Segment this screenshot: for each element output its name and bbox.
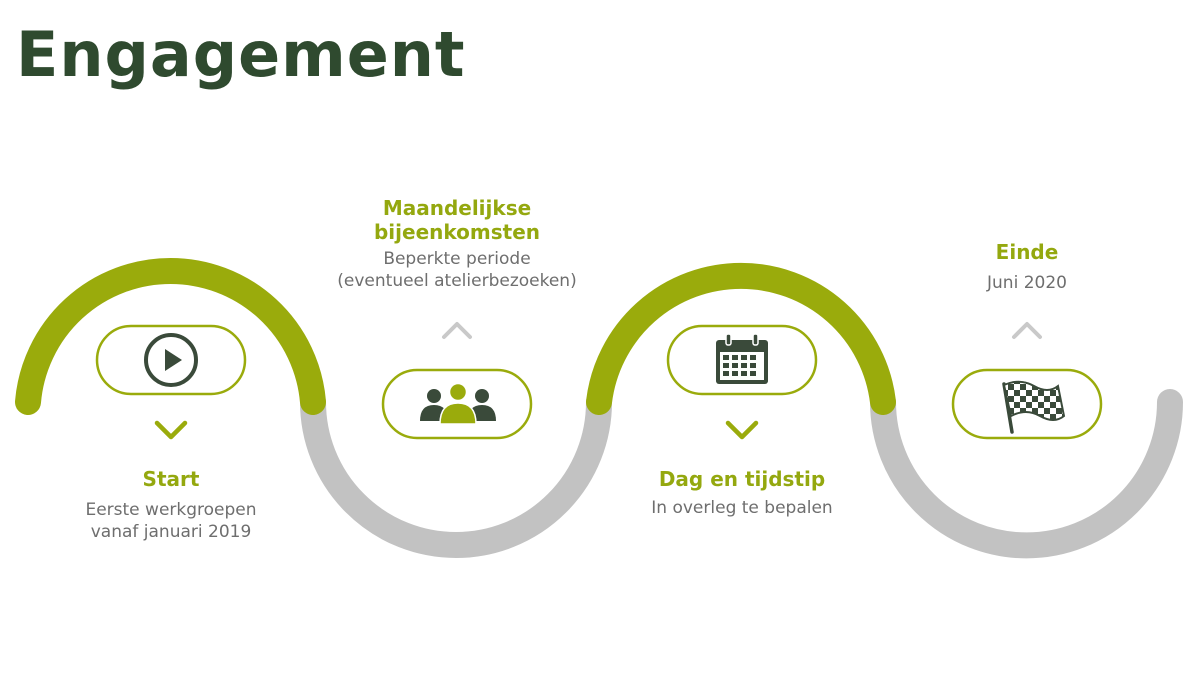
- step-monthly-meetings: [381, 322, 533, 440]
- step-heading: Einde: [995, 240, 1059, 264]
- chevron-down-icon: [154, 420, 188, 440]
- chevron-up-icon: [442, 322, 472, 339]
- play-icon: [144, 333, 198, 387]
- step-day-and-time-label: Dag en tijdstip In overleg te bepalen: [602, 467, 882, 519]
- step-description-line: Eerste werkgroepen: [85, 500, 257, 520]
- timeline-track: [15, 258, 1183, 559]
- calendar-icon: [716, 333, 768, 384]
- track-arc-1: [300, 389, 612, 558]
- chevron-up-icon: [1012, 322, 1042, 339]
- step-heading: Dag en tijdstip: [658, 467, 826, 491]
- accent-arc-1: [15, 258, 326, 415]
- page-title: Engagement: [16, 18, 466, 91]
- step-description-line: Juni 2020: [987, 273, 1067, 293]
- step-start-label: Start Eerste werkgroepen vanaf januari 2…: [36, 467, 306, 543]
- step-day-and-time: [666, 324, 818, 440]
- step-description-line: vanaf januari 2019: [90, 522, 252, 542]
- step-start: [95, 324, 247, 440]
- step-description-line: (eventueel atelierbezoeken): [337, 271, 577, 291]
- chevron-down-icon: [725, 420, 759, 440]
- step-heading: Maandelijkse: [382, 196, 532, 220]
- step-heading: bijeenkomsten: [373, 220, 540, 244]
- step-end: [951, 322, 1103, 440]
- group-icon: [420, 382, 496, 425]
- step-description-line: Beperkte periode: [383, 249, 531, 269]
- step-heading: Start: [142, 467, 200, 491]
- checkered-flag-icon: [1002, 380, 1066, 434]
- track-arc-2: [870, 389, 1183, 559]
- step-description-line: In overleg te bepalen: [651, 498, 833, 518]
- step-monthly-meetings-label: Maandelijkse bijeenkomsten Beperkte peri…: [297, 196, 617, 292]
- step-end-label: Einde Juni 2020: [917, 240, 1137, 294]
- accent-arc-2: [586, 262, 896, 415]
